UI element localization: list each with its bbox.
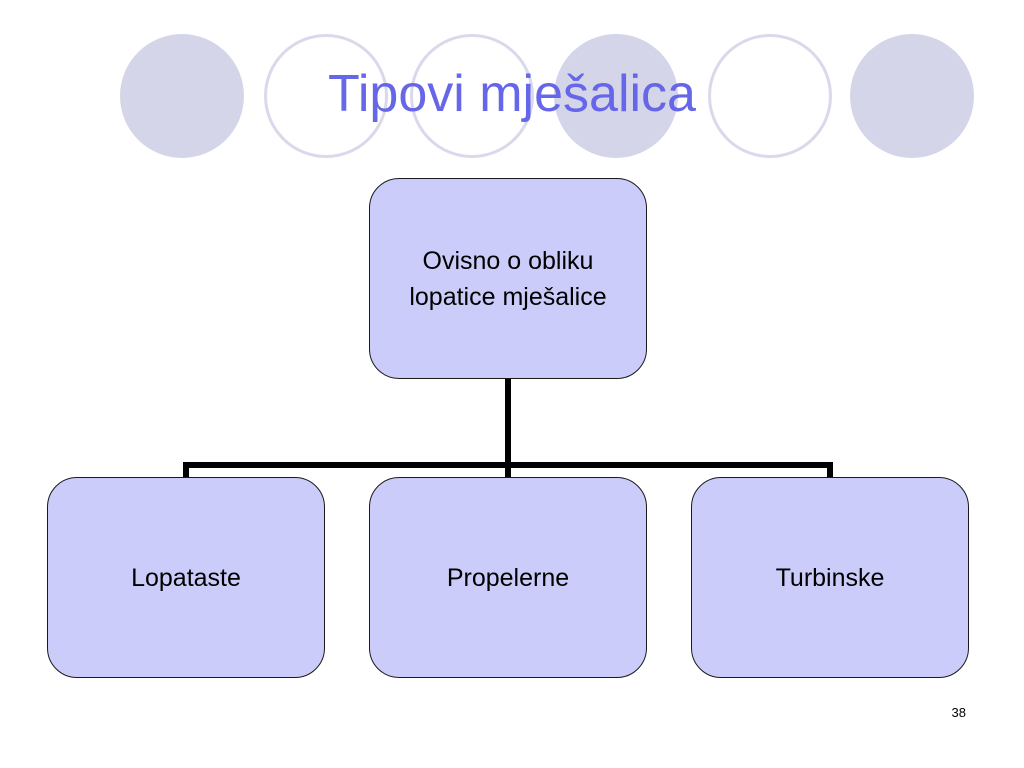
decorative-circle — [264, 34, 388, 158]
decorative-circle — [850, 34, 974, 158]
slide-title: Tipovi mješalica — [328, 65, 696, 123]
child-node-turbinske: Turbinske — [691, 477, 969, 678]
child-node-label: Turbinske — [775, 563, 885, 592]
root-node: Ovisno o obliku lopatice mješalice — [369, 178, 647, 379]
child-node-propelerne: Propelerne — [369, 477, 647, 678]
decorative-circle — [120, 34, 244, 158]
decorative-circle — [410, 34, 534, 158]
page-number: 38 — [951, 705, 966, 720]
root-node-label: Ovisno o obliku lopatice mješalice — [409, 246, 607, 311]
child-node-label: Lopataste — [131, 563, 241, 592]
decorative-circle — [554, 34, 678, 158]
child-node-lopataste: Lopataste — [47, 477, 325, 678]
child-node-label: Propelerne — [446, 563, 570, 592]
decorative-circle — [708, 34, 832, 158]
